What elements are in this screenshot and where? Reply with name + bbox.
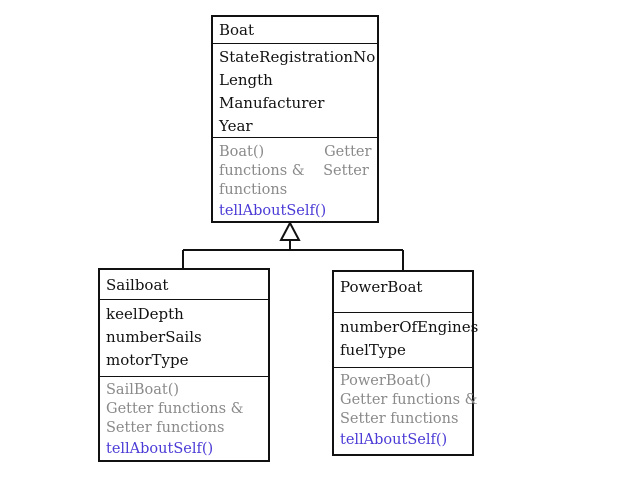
attribute: motorType bbox=[106, 351, 189, 369]
method: SailBoat() bbox=[106, 382, 180, 398]
methods-compartment: Boat() Getter functions & Setter functio… bbox=[213, 138, 377, 221]
attribute: numberOfEngines bbox=[340, 318, 479, 336]
method: PowerBoat() bbox=[340, 373, 431, 389]
attributes-compartment: keelDepth numberSails motorType bbox=[100, 300, 268, 377]
class-name: Sailboat bbox=[100, 270, 268, 300]
generalization-arrowhead bbox=[279, 220, 301, 241]
boat-class: Boat StateRegistrationNo Length Manufact… bbox=[211, 15, 379, 223]
attributes-compartment: numberOfEngines fuelType bbox=[334, 313, 479, 368]
attribute: fuelType bbox=[340, 341, 406, 359]
method: functions bbox=[219, 182, 288, 198]
methods-compartment: SailBoat() Getter functions & Setter fun… bbox=[100, 377, 268, 460]
method-tell-about-self: tellAboutSelf() bbox=[106, 441, 214, 457]
method: Setter functions bbox=[340, 411, 459, 427]
attributes-compartment: StateRegistrationNo Length Manufacturer … bbox=[213, 44, 377, 138]
attribute: keelDepth bbox=[106, 305, 184, 323]
method-tell-about-self: tellAboutSelf() bbox=[219, 203, 327, 219]
methods-compartment: PowerBoat() Getter functions & Setter fu… bbox=[334, 368, 478, 454]
method: Setter functions bbox=[106, 420, 225, 436]
attribute: StateRegistrationNo bbox=[219, 48, 376, 66]
attribute: Length bbox=[219, 71, 273, 89]
method: Boat() Getter bbox=[219, 144, 372, 160]
method: Getter functions & bbox=[340, 392, 478, 408]
method: functions & Setter bbox=[219, 163, 369, 179]
attribute: Manufacturer bbox=[219, 94, 325, 112]
class-name: PowerBoat bbox=[334, 272, 472, 313]
method: Getter functions & bbox=[106, 401, 244, 417]
sailboat-class: Sailboat keelDepth numberSails motorType… bbox=[98, 268, 270, 462]
powerboat-class: PowerBoat numberOfEngines fuelType Power… bbox=[332, 270, 479, 456]
attribute: Year bbox=[219, 117, 253, 135]
class-name: Boat bbox=[213, 17, 377, 44]
method-tell-about-self: tellAboutSelf() bbox=[340, 432, 448, 448]
attribute: numberSails bbox=[106, 328, 202, 346]
